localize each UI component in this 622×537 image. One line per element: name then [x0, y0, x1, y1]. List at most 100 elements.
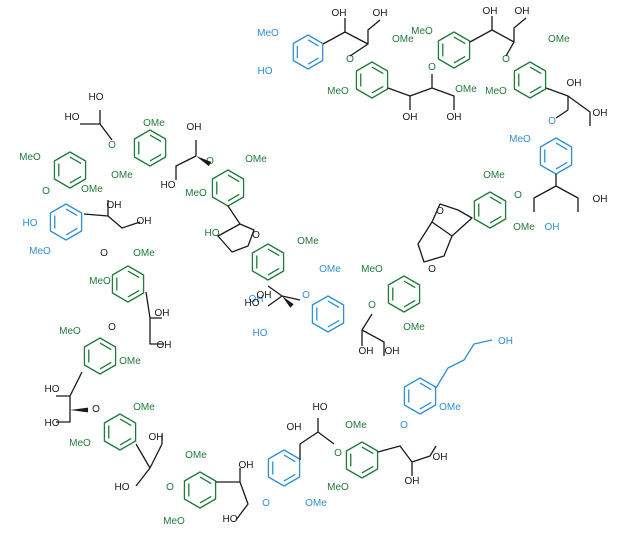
ether-bond: [555, 109, 569, 119]
ome-label: OMe: [483, 170, 505, 181]
oh-label: OH: [593, 194, 608, 205]
ome-label: OMe: [111, 170, 133, 181]
cinnamyl-side-chain: [435, 339, 493, 389]
ho-label: HO: [205, 228, 220, 239]
meo-label: MeO: [257, 28, 279, 39]
meo-label: MeO: [327, 86, 349, 97]
side-chain: [216, 468, 249, 521]
guaiacyl-ring-top: [292, 34, 324, 70]
ether-oxygen: O: [92, 404, 100, 415]
meo-label: MeO: [89, 276, 111, 287]
resinol-oxygen: O: [436, 206, 444, 217]
guaiacyl-ring: [311, 295, 345, 333]
ome-label: OMe: [143, 118, 165, 129]
oh-label: OH: [483, 6, 498, 17]
ome-label: OMe: [548, 34, 570, 45]
ome-label: OMe: [305, 498, 327, 509]
syringyl-ring: [211, 169, 245, 207]
syringyl-ring: [183, 471, 217, 509]
side-chain: [545, 87, 591, 126]
oh-label: OH: [187, 122, 202, 133]
ether-oxygen: O: [428, 62, 436, 73]
side-chain: [145, 291, 164, 345]
oh-label: OH: [515, 6, 530, 17]
side-chain: [135, 434, 163, 487]
oh-label: OH: [149, 432, 164, 443]
ome-label: OMe: [439, 402, 461, 413]
oh-label: OH: [447, 112, 462, 123]
resinol-oxygen: O: [428, 264, 436, 275]
side-chain: [533, 174, 579, 212]
oh-label: OH: [332, 8, 347, 19]
guaiacyl-ring: [403, 377, 437, 415]
ho-label: HO: [161, 180, 176, 191]
side-chain: [80, 110, 113, 141]
ome-label: OMe: [297, 236, 319, 247]
ome-label: OMe: [345, 420, 367, 431]
oh-label: OH: [567, 78, 582, 89]
oh-label: OH: [373, 8, 388, 19]
side-chain: [299, 418, 335, 460]
ome-label: OMe: [119, 356, 141, 367]
wedge-bond: [196, 156, 212, 167]
syringyl-ring: [83, 337, 117, 375]
ho-label: HO: [89, 92, 104, 103]
syringyl-ring: [387, 275, 421, 313]
ome-label: OMe: [392, 34, 414, 45]
syringyl-ring: [355, 61, 389, 99]
side-chain: [83, 200, 141, 229]
meo-label: MeO: [19, 152, 41, 163]
ho-label: HO: [258, 66, 273, 77]
syringyl-ring: [437, 31, 471, 69]
ho-label: HO: [115, 482, 130, 493]
ether-bond: [505, 41, 515, 57]
syringyl-ring: [103, 413, 137, 451]
meo-label: MeO: [361, 264, 383, 275]
ho-label: HO: [223, 514, 238, 525]
ome-label: OMe: [133, 402, 155, 413]
ether-oxygen: O: [548, 116, 556, 127]
syringyl-ring: [251, 243, 285, 281]
ome-label: OMe: [133, 248, 155, 259]
meo-label: MeO: [411, 26, 433, 37]
oh-label: OH: [385, 346, 400, 357]
ether-oxygen: O: [108, 322, 116, 333]
guaiacyl-ring: [267, 449, 301, 487]
ether-oxygen: O: [42, 186, 50, 197]
ether-oxygen: O: [262, 498, 270, 509]
meo-label: MeO: [185, 188, 207, 199]
oh-label: OH: [433, 452, 448, 463]
oh-label: OH: [405, 476, 420, 487]
ether-bond: [349, 43, 369, 57]
oh-label: OH: [359, 346, 374, 357]
oh-label: OH: [157, 340, 172, 351]
ether-oxygen: O: [334, 448, 342, 459]
side-chain: [175, 140, 197, 180]
ome-label: OMe: [245, 154, 267, 165]
side-chain: [469, 16, 527, 43]
side-chain: [361, 313, 385, 356]
ether-oxygen: O: [108, 140, 116, 151]
meo-label: MeO: [59, 326, 81, 337]
syringyl-ring: [111, 265, 145, 303]
oh-label: OH: [239, 460, 254, 471]
ether-oxygen: O: [166, 482, 174, 493]
oh-label: OH: [257, 290, 272, 301]
coumaran-ring: [217, 205, 255, 253]
ome-label: OMe: [81, 184, 103, 195]
ome-label: OMe: [319, 264, 341, 275]
side-chain: [387, 74, 455, 110]
oh-label: OH: [545, 222, 560, 233]
meo-label: MeO: [485, 86, 507, 97]
guaiacyl-ring: [49, 203, 83, 241]
ome-label: OMe: [185, 450, 207, 461]
ho-label: HO: [245, 298, 260, 309]
ho-label: HO: [45, 384, 60, 395]
side-chain: [377, 445, 437, 476]
meo-label: MeO: [69, 438, 91, 449]
guaiacyl-ring: [539, 137, 573, 175]
wedge-bond: [70, 407, 88, 413]
ether-oxygen: O: [346, 54, 354, 65]
